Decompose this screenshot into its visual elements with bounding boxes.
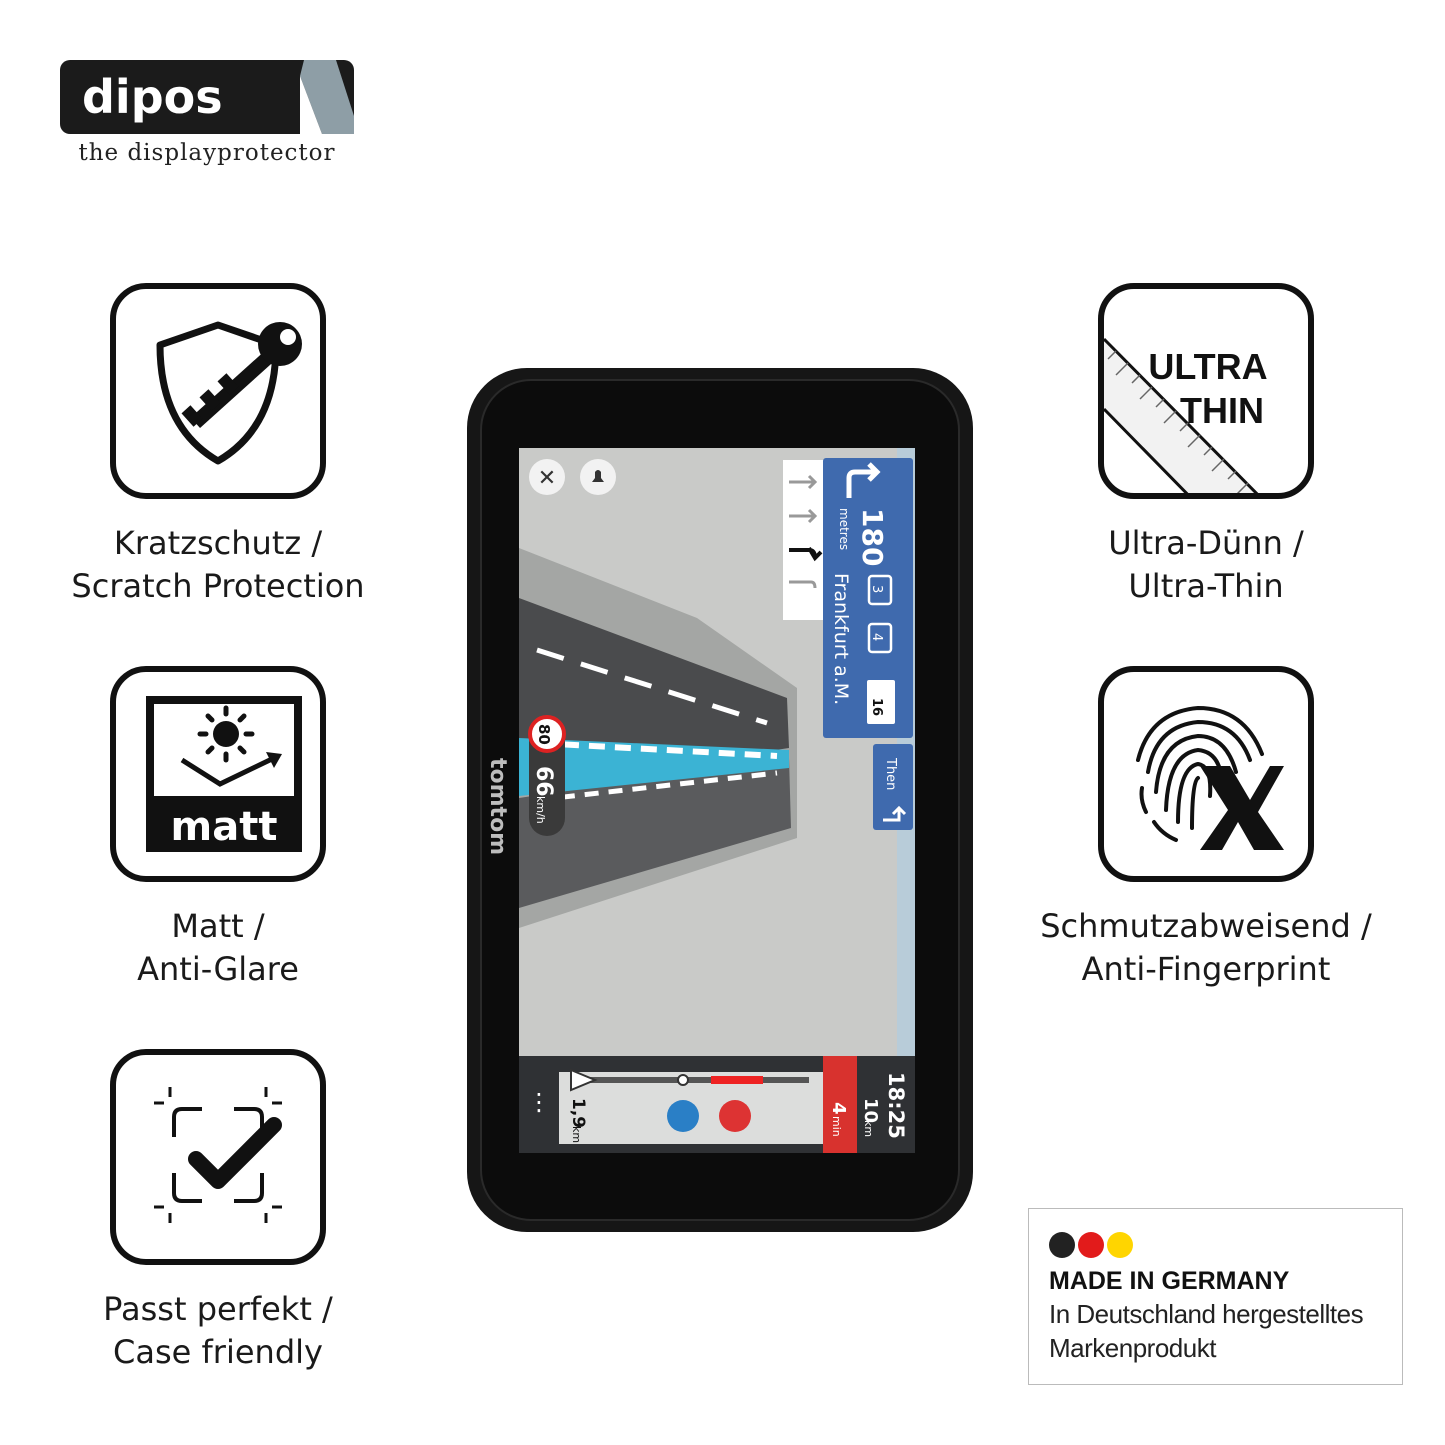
remaining-distance-unit: km — [862, 1120, 875, 1137]
turn-arrow-icon — [846, 462, 881, 498]
fingerprint-x-icon — [1136, 705, 1284, 850]
case-friendly-tile — [110, 1049, 326, 1265]
next-turn-icon — [883, 805, 907, 822]
current-speed-unit: km/h — [534, 796, 547, 824]
made-in-germany-badge: MADE IN GERMANY In Deutschland hergestel… — [1028, 1208, 1403, 1385]
thin-label: THIN — [1180, 390, 1264, 431]
caption-line: Scratch Protection — [71, 567, 365, 605]
made-in-germany-line2: Markenprodukt — [1049, 1333, 1216, 1363]
traffic-alert-icon[interactable] — [719, 1100, 751, 1132]
sun-matt-icon: matt — [146, 696, 302, 852]
ruler-ultra-thin-icon: ULTRA THIN — [1104, 337, 1268, 493]
flag-dot-black — [1049, 1232, 1075, 1258]
instruction-distance: 180 — [856, 508, 889, 566]
caption-line: Ultra-Dünn / — [1108, 524, 1304, 562]
caption-line: Case friendly — [113, 1333, 323, 1371]
logo-tagline: the displayprotector — [78, 140, 336, 166]
caption-line: Kratzschutz / — [113, 524, 323, 562]
flag-dot-gold — [1107, 1232, 1133, 1258]
logo-wordmark: dipos — [82, 70, 223, 124]
ultra-thin-tile: ULTRA THIN — [1098, 283, 1314, 499]
remaining-distance: 10 — [860, 1098, 881, 1123]
caption-line: Ultra-Thin — [1128, 567, 1284, 605]
road-badge: 16 — [869, 698, 884, 716]
ultra-thin-caption: Ultra-Dünn / Ultra-Thin — [996, 522, 1416, 608]
then-label: Then — [883, 757, 898, 790]
caption-line: Anti-Glare — [137, 950, 299, 988]
scratch-protection-caption: Kratzschutz / Scratch Protection — [8, 522, 428, 608]
instruction-distance-unit: metres — [837, 508, 851, 550]
remaining-time-unit: min — [830, 1116, 843, 1137]
caption-line: Schmutzabweisend / — [1040, 907, 1372, 945]
speed-limit-sign — [528, 715, 566, 753]
dipos-logo: dipos — [60, 60, 354, 134]
speed-limit-value: 80 — [535, 724, 553, 745]
made-in-germany-title: MADE IN GERMANY — [1049, 1267, 1290, 1295]
position-arrow-icon — [570, 1068, 598, 1092]
fuel-stop-icon[interactable] — [667, 1100, 699, 1132]
tomtom-device: tomtom ✕ 180 metres 3 4 16 Frankfurt a. — [467, 368, 973, 1232]
next-distance: 1,9 — [568, 1098, 588, 1128]
case-friendly-caption: Passt perfekt / Case friendly — [8, 1288, 428, 1374]
caption-line: Anti-Fingerprint — [1081, 950, 1331, 988]
anti-glare-caption: Matt / Anti-Glare — [8, 905, 428, 991]
lane-number-2: 4 — [869, 633, 884, 641]
frame-check-icon — [154, 1087, 282, 1223]
made-in-germany-line1: In Deutschland hergestelltes — [1049, 1299, 1364, 1329]
close-button[interactable] — [529, 459, 565, 495]
lane-number-1: 3 — [869, 585, 884, 593]
flag-dot-red — [1078, 1232, 1104, 1258]
arrival-time: 18:25 — [884, 1072, 908, 1139]
anti-glare-tile: matt — [110, 666, 326, 882]
route-menu-button[interactable]: ⋮ — [527, 1088, 551, 1116]
bell-icon — [592, 470, 604, 482]
next-distance-unit: km — [570, 1126, 583, 1143]
device-brand-logo: tomtom — [485, 758, 510, 855]
ultra-label: ULTRA — [1148, 346, 1267, 387]
destination-name: Frankfurt a.M. — [830, 573, 852, 705]
caption-line: Matt / — [171, 907, 265, 945]
anti-fingerprint-tile — [1098, 666, 1314, 882]
shield-key-icon — [156, 321, 302, 465]
matt-label: matt — [171, 804, 278, 850]
remaining-time-box — [823, 1056, 857, 1153]
scratch-protection-tile — [110, 283, 326, 499]
next-instruction-panel — [873, 744, 913, 830]
current-speed: 66 — [531, 766, 556, 797]
lane-guidance-panel — [783, 460, 825, 620]
anti-fingerprint-caption: Schmutzabweisend / Anti-Fingerprint — [996, 905, 1416, 991]
close-icon: ✕ — [538, 466, 556, 491]
caption-line: Passt perfekt / — [103, 1290, 333, 1328]
navigation-screen[interactable]: ✕ 180 metres 3 4 16 Frankfurt a.M. Then … — [519, 448, 915, 1153]
remaining-time: 4 — [828, 1102, 849, 1115]
